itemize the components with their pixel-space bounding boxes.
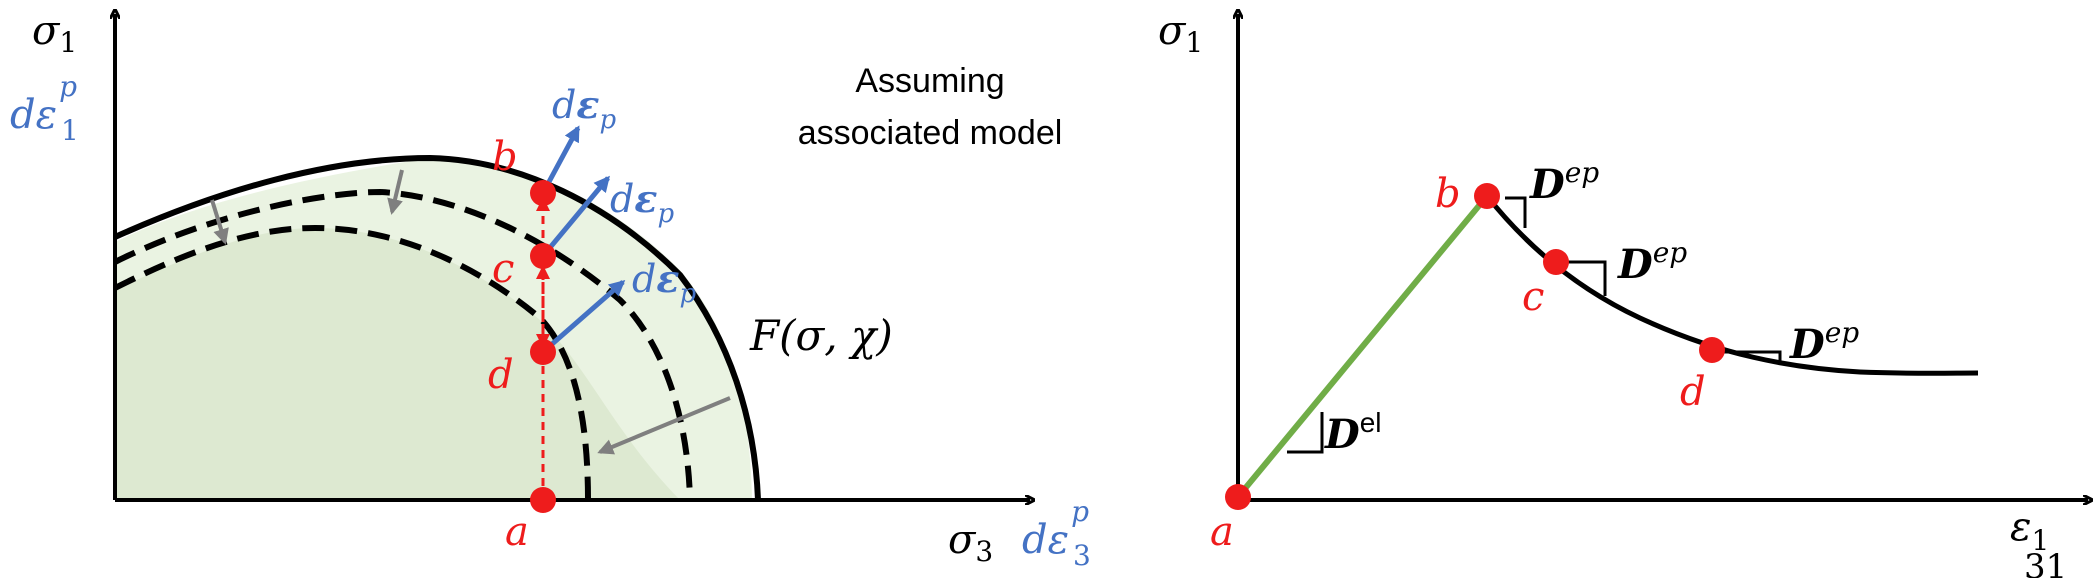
strain-vector-c: [541, 175, 610, 258]
note-line-1: Assuming: [855, 62, 1004, 100]
tangent-modulus-label-c: Dep: [1617, 236, 1687, 288]
point-a-marker: [1225, 484, 1251, 510]
yield-function-label: F(σ, χ): [749, 311, 893, 360]
point-d-label: d: [488, 352, 514, 398]
point-b-marker: [530, 180, 556, 206]
point-a-label: a: [1210, 509, 1234, 555]
softening-branch: [1485, 194, 1979, 376]
tangent-modulus-label-b: Dep: [1529, 156, 1599, 208]
shrink-arrow: [387, 169, 404, 215]
point-b-label: b: [1435, 171, 1461, 217]
point-b-label: b: [492, 134, 518, 180]
strain-label-c: dεp: [610, 176, 674, 229]
point-c-label: c: [1522, 274, 1544, 320]
right-x-axis-extra: 31: [2024, 547, 2067, 578]
tangent-modulus-label-d: Dep: [1789, 316, 1859, 368]
yield-surface-inner-fill: [115, 228, 680, 500]
point-d-marker: [1699, 337, 1725, 363]
tangent-triangle-d: [1715, 350, 1782, 362]
elastic-modulus-label: Del: [1324, 407, 1381, 458]
point-c-label: c: [492, 246, 514, 292]
point-a-marker: [530, 487, 556, 513]
tangent-triangle-b: [1505, 196, 1527, 228]
point-c-marker: [530, 243, 556, 269]
yield-surface-shrunk: [113, 224, 591, 501]
point-d-label: d: [1680, 369, 1706, 415]
point-a-label: a: [505, 509, 529, 555]
right-y-axis-label: σ1: [1158, 8, 1203, 59]
strain-vector-d: [541, 280, 626, 354]
point-c-marker: [1543, 249, 1569, 275]
shrink-arrow: [597, 396, 731, 455]
note-line-2: associated model: [798, 114, 1063, 152]
shrink-arrow: [210, 199, 229, 245]
left-x-axis-label: σ3: [948, 517, 993, 568]
strain-label-b: dεp: [552, 82, 616, 135]
point-b-marker: [1474, 183, 1500, 209]
elastic-slope-triangle: [1287, 412, 1324, 454]
tangent-triangle-c: [1560, 260, 1607, 296]
elastic-branch: [1235, 194, 1490, 499]
right-panel: a b c d Del Dep Dep Dep σ1 ε1 31: [1158, 8, 2088, 578]
strain-label-d: dεp: [632, 256, 696, 309]
yield-surface-intermediate: [113, 188, 693, 501]
point-d-marker: [530, 339, 556, 365]
right-x-axis-label: ε1: [2010, 504, 2049, 557]
left-panel: a b c d dεp dεp dεp F(σ, χ) Assuming ass…: [10, 8, 1091, 572]
left-y-axis-label: σ1: [32, 8, 77, 59]
